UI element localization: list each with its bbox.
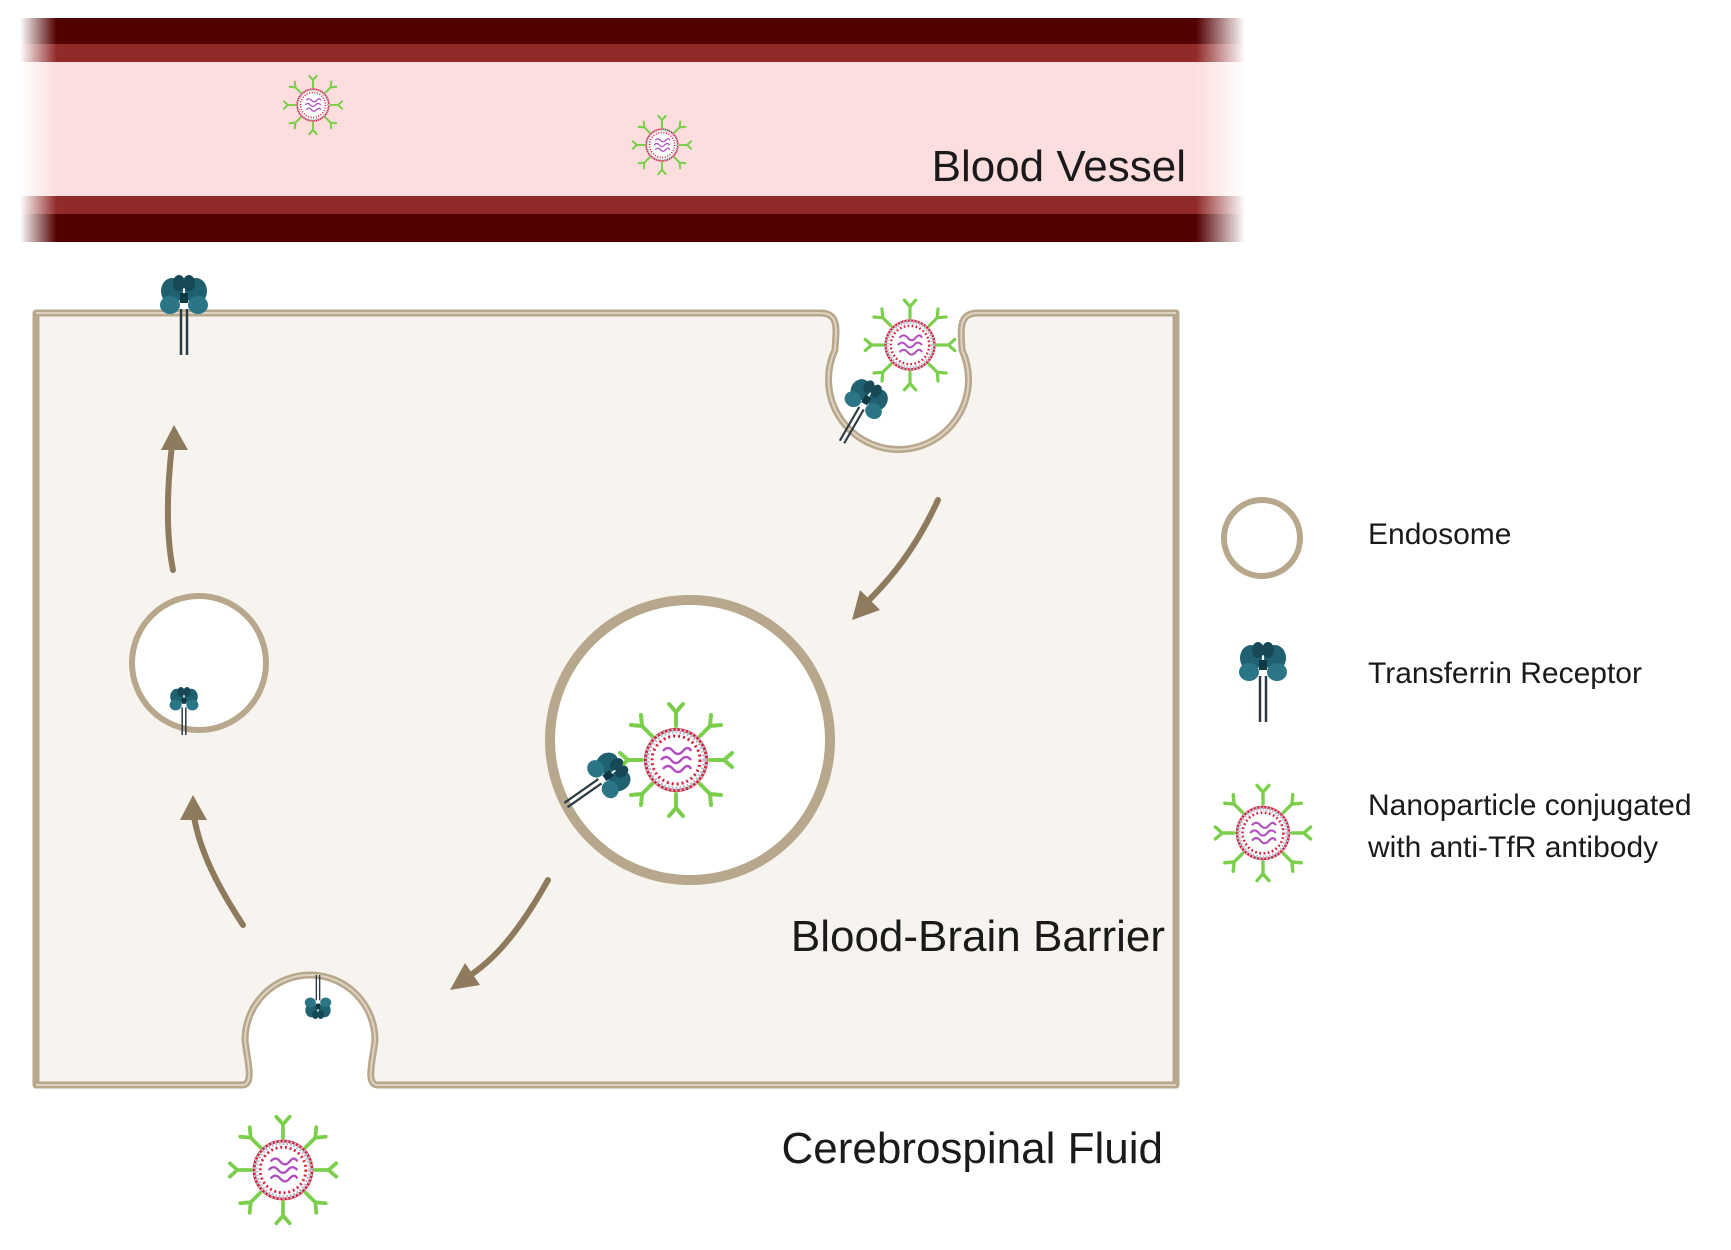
arrowhead (450, 963, 480, 990)
blood-vessel-label: Blood Vessel (931, 142, 1186, 191)
cerebrospinal-fluid-label: Cerebrospinal Fluid (781, 1124, 1163, 1173)
legend-transferrin-receptor-label: Transferrin Receptor (1368, 657, 1642, 690)
arrow-pit-to-endosome (859, 497, 941, 610)
transferrin-receptor-icon (304, 974, 332, 1020)
arrow-up-to-small-endosome (190, 807, 246, 928)
arrow-up-to-membrane (165, 442, 176, 573)
arrowhead (180, 795, 207, 820)
blood-vessel (20, 18, 1245, 242)
legend-nanoparticle-line2: with anti-TfR antibody (1368, 831, 1659, 864)
blood-brain-barrier-label: Blood-Brain Barrier (790, 912, 1165, 961)
nanoparticle-icon (230, 1117, 336, 1223)
nanoparticle-icon (865, 300, 955, 390)
small-endosome (129, 593, 269, 733)
legend-transferrin-receptor-icon (1237, 640, 1289, 724)
legend-nanoparticle-label: Nanoparticle conjugated with anti-TfR an… (1368, 785, 1728, 869)
arrow-endosome-to-exocytosis (463, 877, 551, 981)
legend-nanoparticle-icon (1215, 785, 1310, 880)
arrowhead (161, 425, 188, 450)
arrowhead (852, 590, 880, 620)
legend-endosome-label: Endosome (1368, 518, 1512, 551)
legend-endosome-icon (1221, 497, 1303, 579)
legend-nanoparticle-line1: Nanoparticle conjugated (1368, 789, 1692, 822)
